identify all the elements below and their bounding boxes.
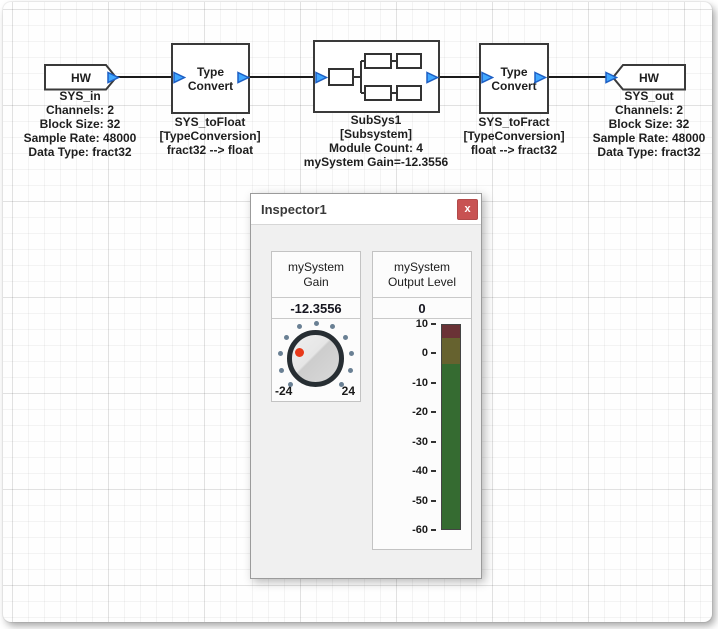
meter-segment <box>442 338 460 365</box>
gain-knob-panel: mySystem Gain -12.3556 -24 24 <box>271 251 361 402</box>
meter-tick-label: -30 <box>373 435 436 449</box>
meter-tick-mark <box>431 470 436 473</box>
meter-tick-label: -50 <box>373 494 436 508</box>
knob-tick-dot <box>279 367 285 373</box>
meter-tick-mark <box>431 529 436 531</box>
meter-scale: 10 0 -10 -20 -30 -40 -50 -60 <box>373 317 471 549</box>
block-caption: SYS_toFract [TypeConversion] float --> f… <box>463 115 565 157</box>
hw-input-shape <box>44 64 118 91</box>
block-caption: SYS_toFloat [TypeConversion] fract32 -->… <box>159 115 261 157</box>
gain-knob[interactable] <box>287 330 344 387</box>
block-label: Type Convert <box>491 64 537 93</box>
knob-tick-dot <box>347 367 353 373</box>
meter-header: mySystem Output Level <box>387 259 457 289</box>
screenshot-frame: HW Type Convert Type Conv <box>3 2 712 622</box>
meter-tick-label: -60 <box>373 523 436 537</box>
block-caption: SYS_in Channels: 2 Block Size: 32 Sample… <box>23 89 137 159</box>
knob-header: mySystem Gain <box>287 259 344 289</box>
close-icon: x <box>464 203 471 215</box>
knob-tick-dot <box>284 335 290 341</box>
block-hw-input[interactable]: HW <box>44 64 118 91</box>
block-label: HW <box>639 70 659 85</box>
knob-min-label: -24 <box>275 384 293 398</box>
meter-tick-label: -20 <box>373 405 436 419</box>
block-label: Type Convert <box>187 64 234 93</box>
input-port-icon[interactable] <box>480 71 494 84</box>
output-port-icon[interactable] <box>533 71 547 84</box>
knob-tick-dot <box>297 324 303 330</box>
window-title: Inspector1 <box>261 202 327 217</box>
output-port-icon[interactable] <box>106 71 120 84</box>
input-port-icon[interactable] <box>314 71 328 84</box>
meter-tick-mark <box>431 323 436 325</box>
meter-tick-label: 0 <box>373 346 436 360</box>
block-subsys1[interactable] <box>313 40 440 113</box>
signal-wire[interactable] <box>546 76 607 78</box>
block-caption: SubSys1 [Subsystem] Module Count: 4 mySy… <box>303 113 449 169</box>
knob-max-label: 24 <box>341 384 355 398</box>
signal-wire[interactable] <box>115 76 174 78</box>
block-hw-output[interactable]: HW <box>611 64 686 91</box>
output-port-icon[interactable] <box>425 71 439 84</box>
close-button[interactable]: x <box>457 199 478 220</box>
meter-segment <box>442 325 460 339</box>
meter-tick-mark <box>431 411 436 414</box>
meter-bar <box>441 324 461 530</box>
knob-tick-dot <box>349 350 355 356</box>
knob-tick-dot <box>338 381 344 387</box>
block-label: HW <box>71 70 91 85</box>
knob-value[interactable]: -12.3556 <box>272 297 360 319</box>
block-type-convert-in[interactable]: Type Convert <box>171 43 250 114</box>
inspector-titlebar[interactable]: Inspector1 x <box>251 194 481 225</box>
knob-tick-dot <box>342 335 348 341</box>
knob-tick-dot <box>313 320 319 326</box>
meter-tick-mark <box>431 352 436 355</box>
meter-value: 0 <box>373 297 471 319</box>
knob-area: -24 24 <box>272 319 360 401</box>
meter-segment <box>442 364 460 529</box>
signal-wire[interactable] <box>248 76 316 78</box>
signal-wire[interactable] <box>438 76 482 78</box>
meter-tick-label: -40 <box>373 464 436 478</box>
inspector-window[interactable]: Inspector1 x mySystem Gain -12.3556 -24 … <box>250 193 482 579</box>
block-caption: SYS_out Channels: 2 Block Size: 32 Sampl… <box>592 89 706 159</box>
diagram-canvas[interactable]: HW Type Convert Type Conv <box>3 2 712 622</box>
subsystem-icon <box>327 52 422 101</box>
hw-output-shape <box>611 64 686 91</box>
knob-indicator <box>294 348 304 358</box>
meter-tick-mark <box>431 440 436 443</box>
meter-tick-label: 10 <box>373 317 436 331</box>
meter-tick-label: -10 <box>373 376 436 390</box>
knob-tick-dot <box>329 324 335 330</box>
meter-tick-mark <box>431 499 436 502</box>
input-port-icon[interactable] <box>172 71 186 84</box>
knob-tick-dot <box>288 381 294 387</box>
output-port-icon[interactable] <box>236 71 250 84</box>
input-port-icon[interactable] <box>604 71 618 84</box>
knob-tick-dot <box>277 350 283 356</box>
meter-tick-mark <box>431 381 436 384</box>
